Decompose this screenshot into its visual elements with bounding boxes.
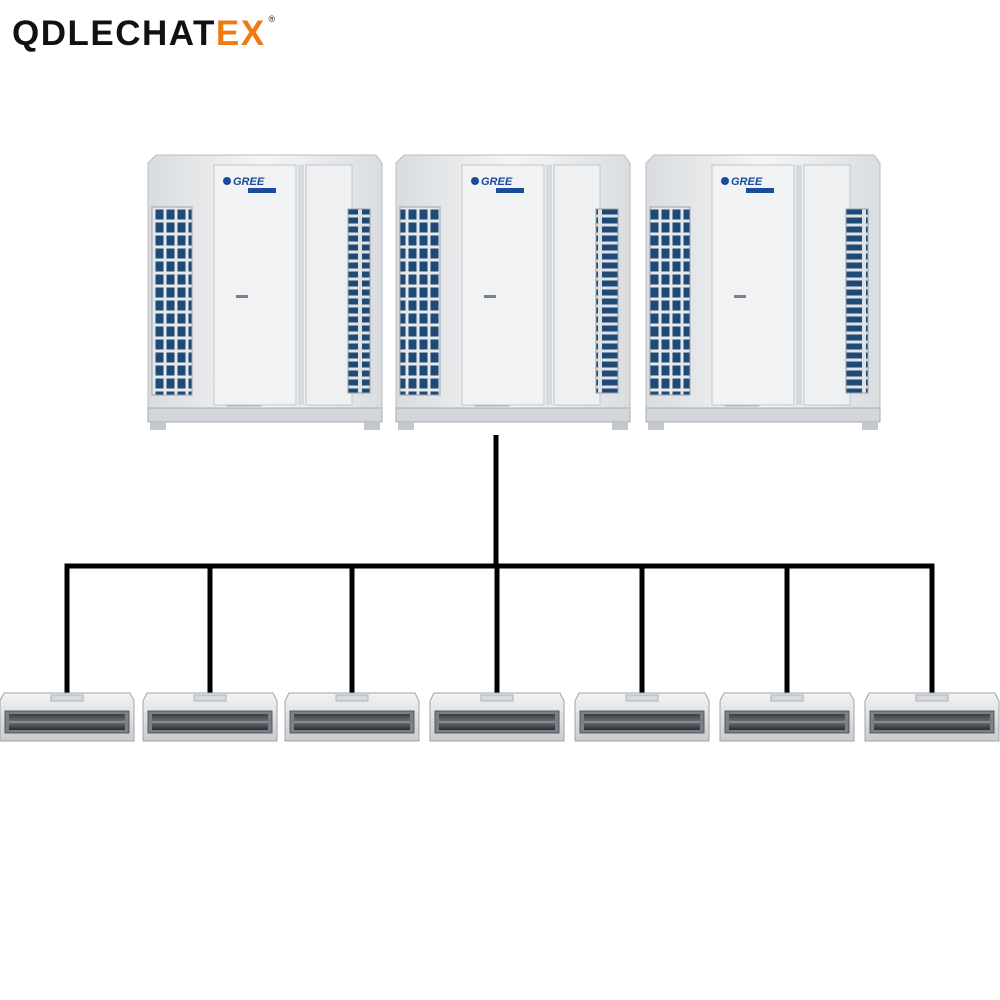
indoor-unit	[142, 692, 278, 742]
brand-logo: QDLECHATEX ®	[12, 10, 275, 60]
top-bracket	[480, 694, 514, 702]
gree-logo-mark	[721, 177, 729, 185]
gree-logo-mark	[223, 177, 231, 185]
gree-logo-mark	[471, 177, 479, 185]
panel-divider	[796, 165, 802, 405]
indoor-units	[0, 692, 1000, 742]
indoor-unit	[0, 692, 135, 742]
indoor-unit	[429, 692, 565, 742]
model-badge	[746, 188, 774, 193]
brand-name: QDLECHATEX	[12, 10, 266, 58]
panel-handle	[484, 295, 496, 298]
coil-grille-left	[151, 206, 193, 396]
side-panel	[305, 164, 353, 406]
refrigerant-piping	[64, 435, 935, 695]
side-panel	[553, 164, 601, 406]
panel-handle	[734, 295, 746, 298]
top-bracket	[50, 694, 84, 702]
base-frame	[645, 407, 881, 423]
slat-grille-right	[595, 208, 619, 394]
foot-left	[398, 422, 414, 430]
top-bracket	[625, 694, 659, 702]
gree-logo: GREE	[731, 176, 763, 188]
outdoor-units: GREE GREE GREE	[147, 154, 881, 430]
top-bracket	[770, 694, 804, 702]
model-badge	[496, 188, 524, 193]
foot-left	[150, 422, 166, 430]
gree-logo: GREE	[481, 176, 513, 188]
indoor-unit	[574, 692, 710, 742]
panel-handle	[236, 295, 248, 298]
foot-left	[648, 422, 664, 430]
model-badge	[248, 188, 276, 193]
slat-grille-right	[347, 208, 371, 394]
brand-name-accent: EX	[215, 14, 266, 53]
indoor-unit	[719, 692, 855, 742]
coil-grille-left	[399, 206, 441, 396]
foot-right	[612, 422, 628, 430]
outdoor-unit: GREE	[645, 154, 881, 430]
coil-grille-left	[649, 206, 691, 396]
base-frame	[395, 407, 631, 423]
foot-right	[862, 422, 878, 430]
indoor-unit	[864, 692, 1000, 742]
foot-right	[364, 422, 380, 430]
indoor-unit	[284, 692, 420, 742]
front-panel	[461, 164, 545, 406]
base-frame	[147, 407, 383, 423]
slat-grille-right	[845, 208, 869, 394]
panel-divider	[546, 165, 552, 405]
front-panel	[711, 164, 795, 406]
front-panel	[213, 164, 297, 406]
gree-logo: GREE	[233, 176, 265, 188]
top-bracket	[193, 694, 227, 702]
side-panel	[803, 164, 851, 406]
outdoor-unit: GREE	[395, 154, 631, 430]
top-bracket	[915, 694, 949, 702]
brand-name-main: QDLECHAT	[12, 14, 216, 53]
outdoor-unit: GREE	[147, 154, 383, 430]
registered-mark: ®	[268, 14, 276, 24]
top-bracket	[335, 694, 369, 702]
panel-divider	[298, 165, 304, 405]
